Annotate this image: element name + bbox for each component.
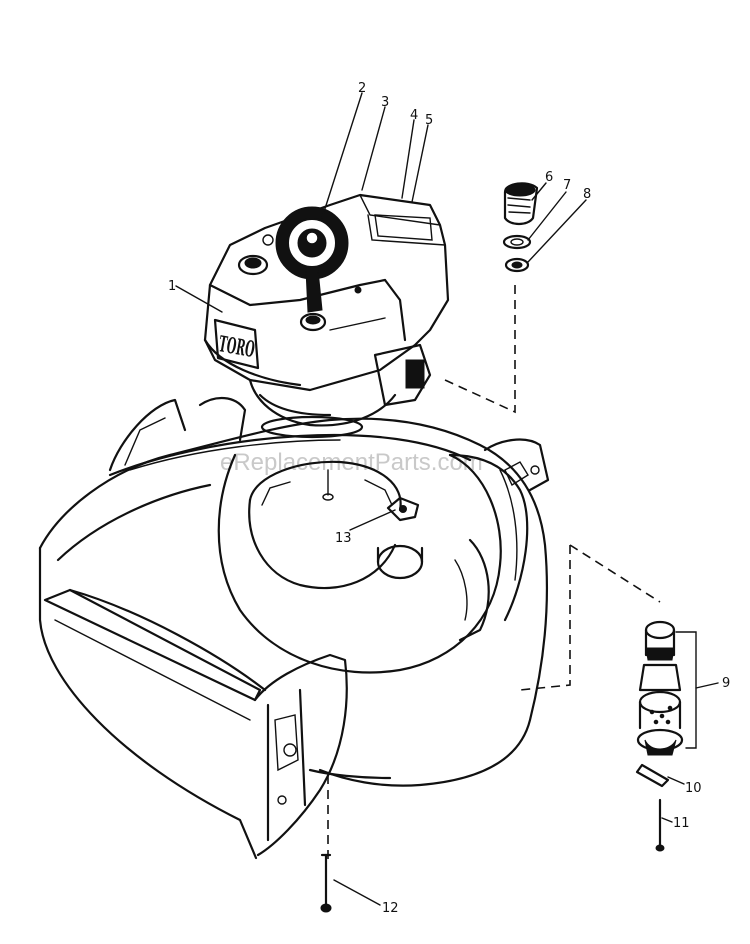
blade-adapter-assembly: [635, 620, 719, 852]
callout-labels: 1 2 3 4 5 6 7 8 9 10 11 12 13: [168, 81, 730, 916]
alignment-lines: [327, 285, 661, 860]
callout-7: 7: [563, 178, 571, 193]
callout-6: 6: [545, 170, 553, 185]
callout-11: 11: [673, 816, 690, 831]
leader-lines: [175, 92, 685, 906]
callout-3: 3: [381, 95, 389, 110]
mower-deck: [38, 397, 550, 860]
callout-5: 5: [425, 113, 433, 128]
callout-9: 9: [722, 676, 730, 691]
callout-8: 8: [583, 187, 591, 202]
bolt-12: [320, 853, 332, 913]
callout-10: 10: [685, 781, 702, 796]
callout-12: 12: [382, 901, 399, 916]
callout-2: 2: [358, 81, 366, 96]
callout-1: 1: [168, 279, 176, 294]
callout-4: 4: [410, 108, 418, 123]
gasket-13: [386, 496, 420, 522]
air-filter-parts: [502, 182, 539, 273]
brand-logo: TORO: [217, 331, 257, 363]
callout-13: 13: [335, 531, 352, 546]
engine: [203, 193, 450, 439]
